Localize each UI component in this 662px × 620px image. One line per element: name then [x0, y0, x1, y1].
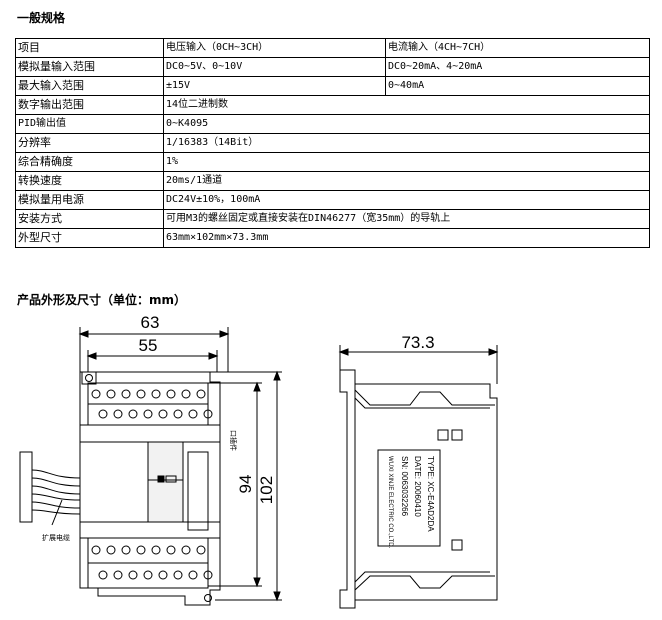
dim-text-55: 55 — [139, 336, 158, 355]
terminal-screw — [91, 389, 101, 399]
label-line-2: DATE: 20060410 — [413, 456, 422, 517]
dim-text-63: 63 — [141, 313, 160, 332]
terminal-screw — [151, 545, 161, 555]
terminal-screw — [181, 545, 191, 555]
din-rail-profile — [339, 369, 356, 609]
section-title-general: 一般规格 — [17, 11, 66, 25]
dim-text-73-3: 73.3 — [401, 333, 434, 352]
spec-item-label: 最大输入范围 — [15, 76, 164, 96]
spec-item-label: 分辨率 — [15, 133, 164, 153]
terminal-screw — [166, 389, 176, 399]
terminal-screw — [203, 570, 213, 580]
spec-item-value: 63mm×102mm×73.3mm — [163, 228, 650, 248]
status-window — [147, 441, 184, 523]
terminal-screw — [166, 545, 176, 555]
label-line-3: SN: 0063032266 — [400, 456, 409, 517]
terminal-screw — [188, 570, 198, 580]
terminal-screw — [128, 409, 138, 419]
spec-row: 项目电压输入（0CH~3CH）电流输入（4CH~7CH） — [15, 38, 650, 58]
terminal-screw — [106, 389, 116, 399]
spec-item-label: 外型尺寸 — [15, 228, 164, 248]
section-title-dimensions: 产品外形及尺寸（单位：mm） — [17, 293, 187, 307]
terminal-screw — [173, 570, 183, 580]
terminal-screw — [106, 545, 116, 555]
terminal-screw — [173, 409, 183, 419]
terminal-screw — [98, 409, 108, 419]
terminal-screw — [128, 570, 138, 580]
terminal-screws — [91, 389, 213, 580]
terminal-screw — [181, 389, 191, 399]
label-line-1: TYPE: XC-E4AD2DA — [426, 456, 435, 532]
module-side-outline — [354, 383, 498, 601]
terminal-screw — [143, 570, 153, 580]
terminal-screw — [151, 389, 161, 399]
dim-text-102: 102 — [257, 476, 276, 504]
port-label: 口插件 — [229, 430, 238, 451]
cable-label: 扩展电缆 — [42, 533, 70, 542]
expansion-port — [187, 451, 209, 531]
terminal-screw — [113, 570, 123, 580]
spec-row: 安装方式可用M3的螺丝固定或直接安装在DIN46277（宽35mm）的导轨上 — [15, 209, 650, 229]
dim-text-94: 94 — [236, 475, 255, 494]
terminal-screw — [196, 389, 206, 399]
terminal-screw — [158, 570, 168, 580]
spec-item-label: 转换速度 — [15, 171, 164, 191]
terminal-screw — [121, 545, 131, 555]
spec-item-label: 模拟量用电源 — [15, 190, 164, 210]
label-line-4: WUXI XINJE ELECTRIC CO.,LTD. — [387, 456, 393, 549]
terminal-screw — [158, 409, 168, 419]
cable-connector — [19, 451, 33, 523]
label-plate — [377, 449, 441, 547]
terminal-screw — [91, 545, 101, 555]
terminal-screw — [98, 570, 108, 580]
terminal-screw — [143, 409, 153, 419]
terminal-screw — [188, 409, 198, 419]
terminal-screw — [203, 409, 213, 419]
terminal-screw — [121, 389, 131, 399]
terminal-screw — [136, 389, 146, 399]
terminal-screw — [196, 545, 206, 555]
terminal-screw — [113, 409, 123, 419]
terminal-screw — [136, 545, 146, 555]
